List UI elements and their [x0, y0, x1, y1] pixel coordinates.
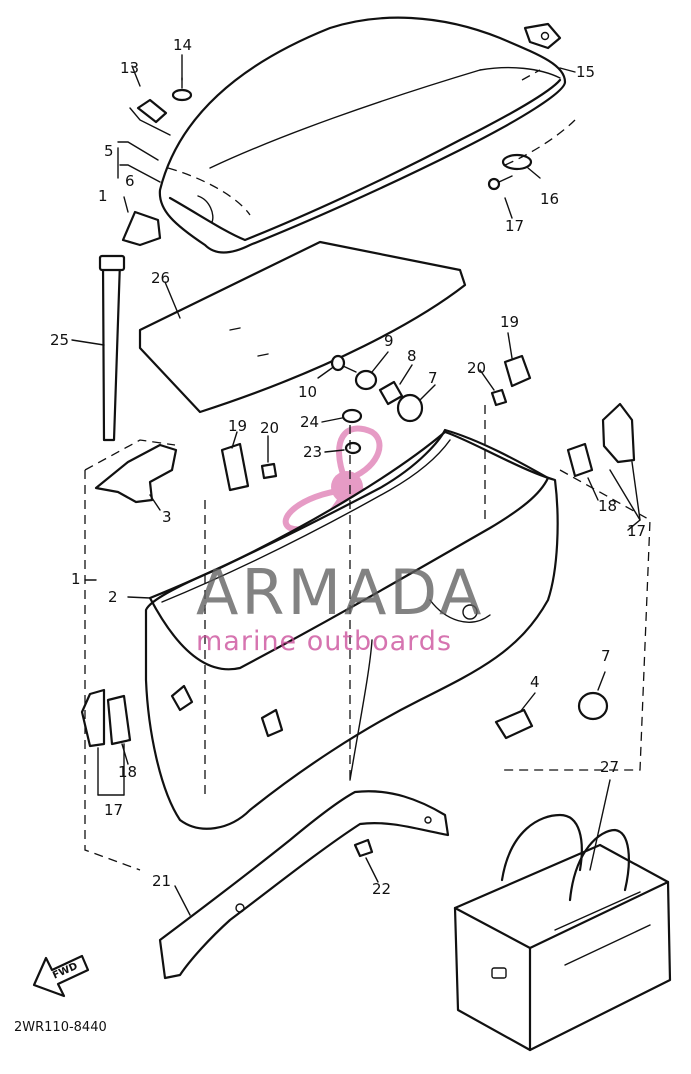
callout-19-left: 19 — [228, 417, 248, 435]
part-27-bag — [453, 813, 672, 1052]
part-3-bracket — [94, 443, 178, 504]
callout-18-right: 18 — [598, 497, 618, 515]
callout-6: 6 — [125, 172, 135, 190]
callout-23: 23 — [303, 443, 323, 461]
part-10-pin — [330, 354, 357, 373]
callout-8: 8 — [407, 347, 417, 365]
part-20-nut-left — [260, 462, 278, 480]
fwd-arrow-icon: FWD — [32, 954, 90, 998]
part-7b-cap — [577, 691, 609, 721]
callout-27: 27 — [600, 758, 620, 776]
callout-21: 21 — [152, 872, 172, 890]
callout-1-left: 1 — [71, 570, 81, 588]
part-18-pad-left — [106, 694, 132, 746]
part-25-strap — [98, 254, 126, 442]
callout-15: 16 — [540, 190, 560, 208]
callout-14: 15 — [576, 63, 596, 81]
callout-20-left: 20 — [260, 419, 280, 437]
callout-25: 25 — [50, 331, 70, 349]
part-17-latch-left — [80, 688, 106, 748]
part-20-nut-right — [490, 388, 508, 407]
callout-3: 3 — [162, 508, 172, 526]
callout-18-left: 18 — [118, 763, 138, 781]
part-23-spring — [344, 441, 362, 455]
callout-24: 24 — [300, 413, 320, 431]
part-9-washer — [354, 369, 378, 391]
part-22-pad — [353, 838, 374, 858]
callout-2: 2 — [108, 588, 118, 606]
callout-9: 9 — [384, 332, 394, 350]
callout-7-lower: 7 — [601, 647, 611, 665]
part-13-screw — [171, 77, 193, 102]
watermark-subtitle: marine outboards — [196, 626, 453, 657]
part-2-case — [144, 428, 559, 830]
part-lid — [158, 16, 567, 254]
callout-10: 10 — [298, 383, 318, 401]
callout-5: 5 — [104, 142, 114, 160]
part-15-grommet — [501, 153, 533, 171]
part-12-clip — [136, 98, 168, 124]
part-7a-cap — [396, 393, 424, 423]
part-26-mat — [138, 240, 467, 414]
callout-17-right: 17 — [627, 522, 647, 540]
part-19-bracket-left — [220, 442, 250, 492]
callout-12: 13 — [120, 59, 140, 77]
callout-16: 17 — [505, 217, 525, 235]
callout-20-right: 20 — [467, 359, 487, 377]
part-21-rail — [158, 790, 450, 980]
callout-19-right: 19 — [500, 313, 520, 331]
part-18-pad-right — [566, 442, 594, 478]
callout-1-top: 1 — [98, 187, 108, 205]
callout-4: 4 — [530, 673, 540, 691]
diagram-code: 2WR110-8440 — [14, 1020, 107, 1035]
part-16-screw — [487, 175, 513, 191]
part-24-cap — [341, 408, 363, 424]
part-17-latch-right — [601, 402, 636, 464]
callout-22: 22 — [372, 880, 392, 898]
part-11-hinge — [121, 210, 162, 247]
part-14-latch — [523, 22, 562, 50]
part-4-pad — [494, 708, 534, 740]
callout-26: 26 — [151, 269, 171, 287]
part-8-bushing — [378, 380, 404, 406]
callout-17-left: 17 — [104, 801, 124, 819]
callout-7-top: 7 — [428, 369, 438, 387]
watermark-brand: ARMADA — [196, 556, 485, 629]
callout-13: 14 — [173, 36, 193, 54]
part-19-bracket-right — [503, 354, 532, 388]
